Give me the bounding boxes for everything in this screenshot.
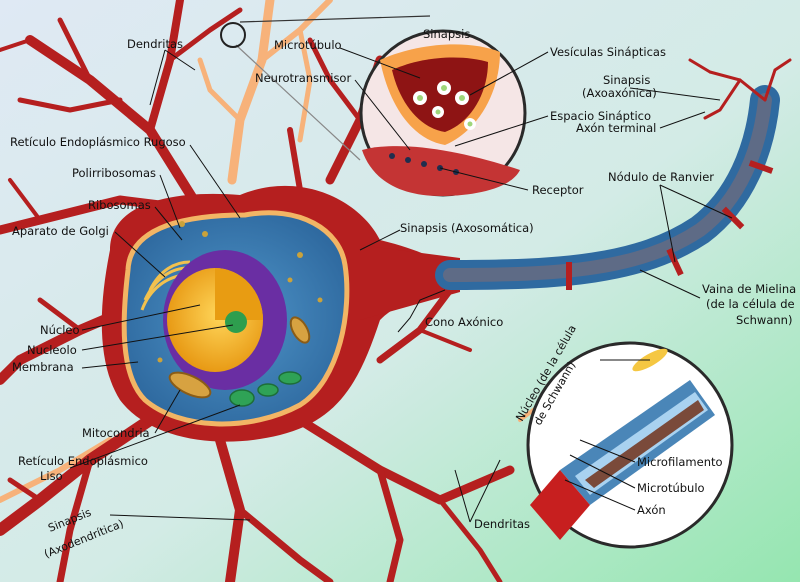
label-espacio: Espacio Sináptico xyxy=(550,109,651,123)
nucleus-cut xyxy=(215,268,263,320)
label-vaina-2: (de la célula de xyxy=(706,297,795,311)
label-axon: Axón xyxy=(637,503,666,517)
smooth-er xyxy=(229,371,302,407)
label-sinapsis-axosomatica: Sinapsis (Axosomática) xyxy=(400,221,534,235)
axon-hillock xyxy=(360,245,460,320)
myelin-inset xyxy=(526,341,734,549)
label-sinapsis-axoaxonica-1: Sinapsis xyxy=(603,73,650,87)
label-vesiculas: Vesículas Sinápticas xyxy=(550,45,666,59)
label-nucleo: Núcleo xyxy=(40,323,80,337)
label-polirribosomas: Polirribosomas xyxy=(72,166,156,180)
label-vaina-1: Vaina de Mielina xyxy=(702,282,796,296)
label-membrana: Membrana xyxy=(12,360,74,374)
label-microtubulo-top: Microtúbulo xyxy=(274,38,342,52)
label-sinapsis-axoaxonica-2: (Axoaxónica) xyxy=(582,86,657,100)
label-axon-terminal: Axón terminal xyxy=(576,121,656,135)
mitochondria xyxy=(168,316,311,399)
label-receptor: Receptor xyxy=(532,183,584,197)
label-microtubulo-bottom: Microtúbulo xyxy=(637,481,705,495)
label-golgi: Aparato de Golgi xyxy=(12,224,109,238)
label-microfilamento: Microfilamento xyxy=(637,455,723,469)
label-reticulo-liso-1: Retículo Endoplásmico xyxy=(18,454,148,468)
axon xyxy=(435,85,780,290)
label-reticulo-liso-2: Liso xyxy=(40,469,63,483)
axon-terminal xyxy=(688,58,792,120)
neuron-dendrites xyxy=(0,0,515,582)
label-vaina-3: Schwann) xyxy=(736,313,792,327)
label-sinapsis-title: Sinapsis xyxy=(423,27,470,41)
nucleolus xyxy=(225,311,247,333)
label-cono-axonico: Cono Axónico xyxy=(425,315,503,329)
label-nodulo-ranvier: Nódulo de Ranvier xyxy=(608,170,714,184)
label-dendritas-bottom: Dendritas xyxy=(474,517,530,531)
label-neurotransmisor: Neurotransmisor xyxy=(255,71,351,85)
label-nucleolo: Nucleolo xyxy=(27,343,77,357)
leader-lines xyxy=(69,47,733,523)
label-mitocondria: Mitocondria xyxy=(82,426,150,440)
synapse-inset xyxy=(220,15,527,197)
ribosomes xyxy=(157,221,323,363)
label-dendritas-top: Dendritas xyxy=(127,37,183,51)
label-reticulo-rugoso: Retículo Endoplásmico Rugoso xyxy=(10,135,186,149)
label-ribosomas: Ribosomas xyxy=(88,198,151,212)
